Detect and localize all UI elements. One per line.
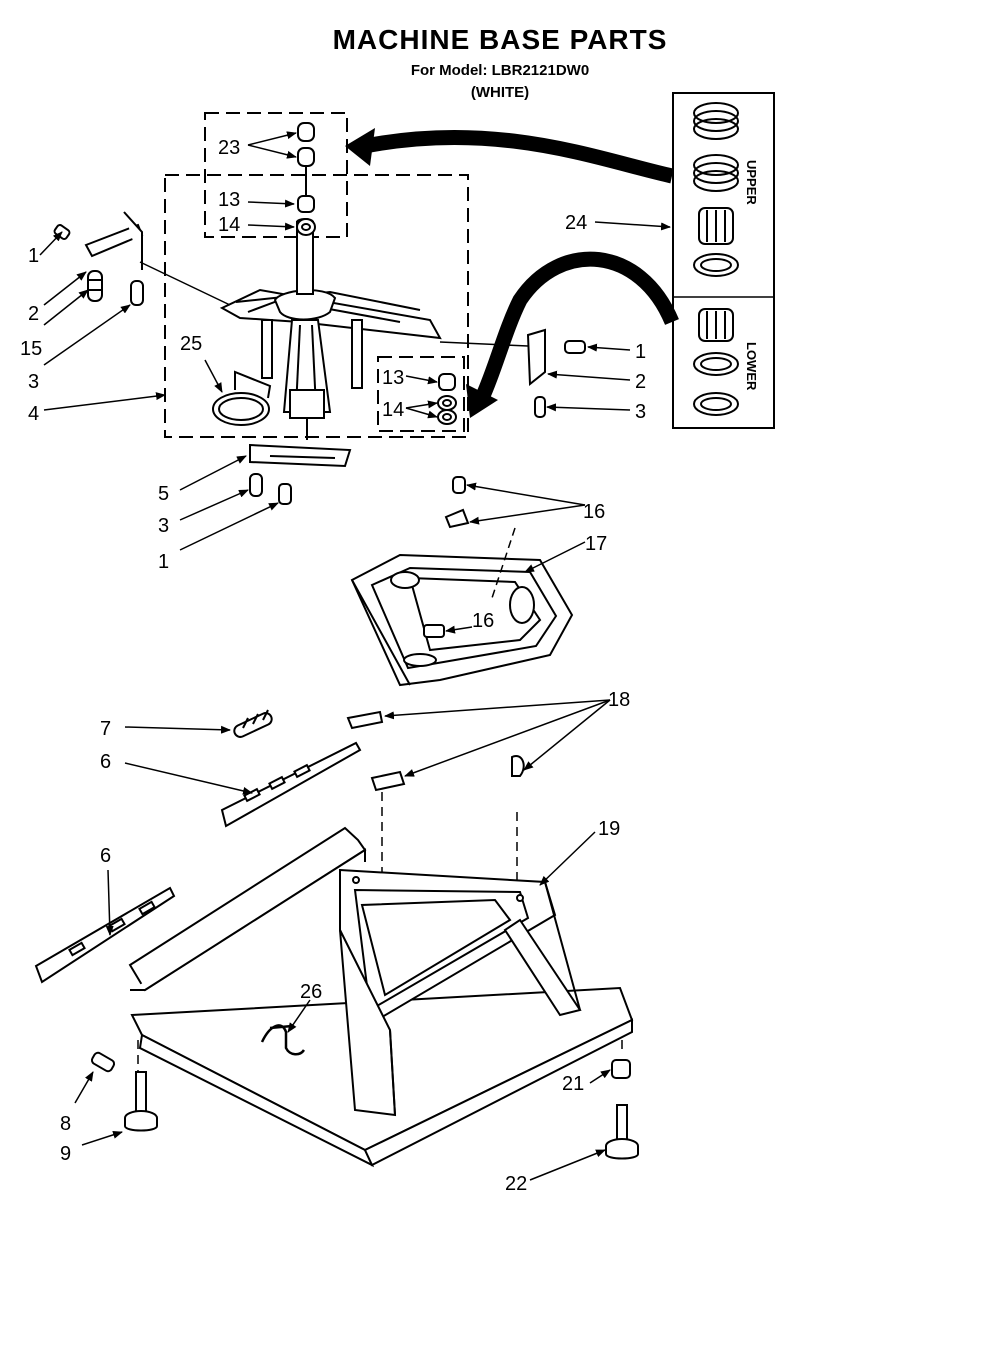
callout-14-bushing: 14 bbox=[382, 399, 404, 421]
gearcase-assembly bbox=[219, 218, 442, 440]
bearing-detail-parts bbox=[296, 122, 316, 236]
callout-15: 15 bbox=[20, 338, 42, 360]
gearcase-assembly-box bbox=[164, 174, 469, 438]
callout-14-top: 14 bbox=[218, 214, 240, 236]
model-color: (WHITE) bbox=[470, 84, 530, 101]
clips-18 bbox=[346, 710, 525, 792]
callout-25: 25 bbox=[180, 333, 202, 355]
callout-13-bushing: 13 bbox=[382, 367, 404, 389]
leader-lines bbox=[39, 131, 671, 1181]
machine-base-frame bbox=[128, 826, 634, 1168]
callout-2-right: 2 bbox=[635, 371, 646, 393]
seal-ring-25 bbox=[212, 370, 272, 426]
callout-1-lower: 1 bbox=[158, 551, 169, 573]
callout-6-upper: 6 bbox=[100, 751, 111, 773]
upper-bearing-parts bbox=[693, 102, 739, 277]
callout-19: 19 bbox=[598, 818, 620, 840]
callout-16-upper: 16 bbox=[583, 501, 605, 523]
leg-parts bbox=[90, 1051, 639, 1160]
rail-6-upper bbox=[220, 741, 362, 828]
bracket-leader bbox=[139, 261, 231, 306]
bushing-detail-box bbox=[377, 356, 465, 432]
left-bracket-parts bbox=[53, 211, 144, 306]
callout-6-lower: 6 bbox=[100, 845, 111, 867]
lower-bearing-parts bbox=[693, 308, 739, 416]
callout-3-left: 3 bbox=[28, 371, 39, 393]
callout-5: 5 bbox=[158, 483, 169, 505]
callout-2-left: 2 bbox=[28, 303, 39, 325]
callout-13-top: 13 bbox=[218, 189, 240, 211]
callout-23: 23 bbox=[218, 137, 240, 159]
callout-1-right: 1 bbox=[635, 341, 646, 363]
callout-21: 21 bbox=[562, 1073, 584, 1095]
upper-curved-arrow bbox=[363, 129, 674, 184]
callout-3-right: 3 bbox=[635, 401, 646, 423]
clips-16 bbox=[423, 476, 470, 638]
right-bracket-leader bbox=[439, 341, 529, 347]
callout-26: 26 bbox=[300, 981, 322, 1003]
big-curved-arrows bbox=[345, 128, 679, 418]
model-number: For Model: LBR2121DW0 bbox=[410, 62, 590, 79]
callout-18: 18 bbox=[608, 689, 630, 711]
rail-6-lower bbox=[34, 886, 176, 984]
callout-7: 7 bbox=[100, 718, 111, 740]
lower-label: LOWER bbox=[744, 342, 759, 391]
callout-3-lower: 3 bbox=[158, 515, 169, 537]
dashed-box-group bbox=[164, 112, 469, 438]
callout-4: 4 bbox=[28, 403, 39, 425]
lower-curved-arrow bbox=[475, 251, 679, 402]
callout-17: 17 bbox=[585, 533, 607, 555]
callout-16-lower: 16 bbox=[472, 610, 494, 632]
motor-mount-plate bbox=[350, 553, 574, 687]
callout-numbers: 23 13 14 1 2 15 3 4 25 13 14 24 1 2 3 5 … bbox=[20, 137, 646, 1195]
diagram-title: MACHINE BASE PARTS bbox=[332, 24, 668, 55]
callout-22: 22 bbox=[505, 1173, 527, 1195]
bearing-kit-box: UPPER LOWER bbox=[672, 92, 775, 429]
bushing-detail-parts bbox=[437, 373, 457, 425]
callout-8: 8 bbox=[60, 1113, 71, 1135]
spring-7 bbox=[233, 709, 273, 738]
callout-1-left: 1 bbox=[28, 245, 39, 267]
callout-24: 24 bbox=[565, 212, 587, 234]
bearing-detail-box bbox=[204, 112, 348, 238]
right-bracket-parts bbox=[526, 328, 586, 418]
lower-clip-parts bbox=[249, 443, 352, 505]
upper-label: UPPER bbox=[744, 160, 759, 205]
callout-9: 9 bbox=[60, 1143, 71, 1165]
